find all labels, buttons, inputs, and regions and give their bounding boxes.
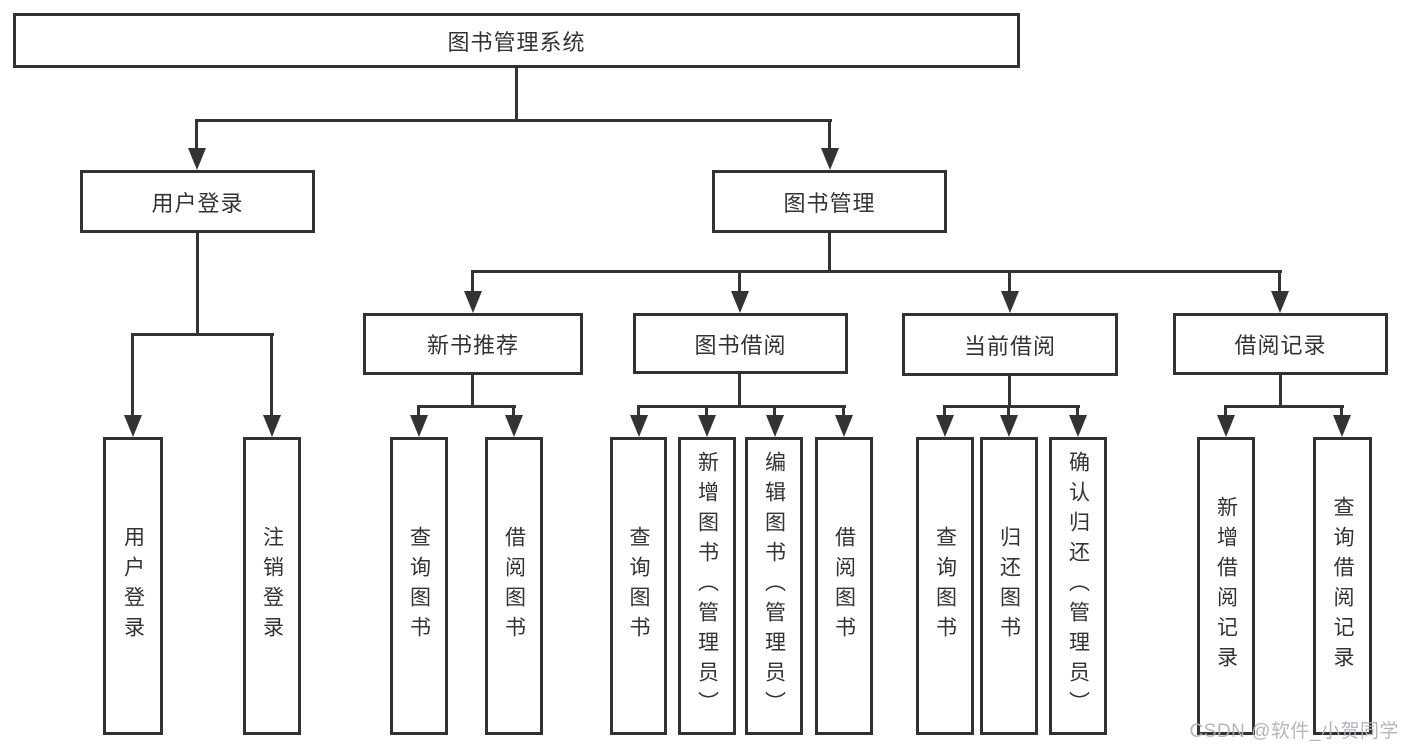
connector-recommend-stem	[471, 374, 474, 408]
leaf-add-book-admin-label: 新增图书（管理员）	[695, 451, 719, 721]
leaf-add-borrow-record: 新增借阅记录	[1197, 437, 1255, 735]
arrow-to-borrow-query	[630, 405, 648, 437]
node-borrow-records: 借阅记录	[1173, 313, 1388, 375]
connector-root-hline	[196, 119, 832, 122]
node-user-login: 用户登录	[80, 170, 315, 233]
leaf-logout-login: 注销登录	[243, 437, 301, 735]
arrow-to-borrow-do	[835, 405, 853, 437]
node-book-borrow-label: 图书借阅	[694, 332, 787, 358]
leaf-logout-login-label: 注销登录	[260, 526, 284, 646]
arrow-to-records-add	[1217, 405, 1235, 437]
arrow-to-recommend-borrow	[505, 405, 523, 437]
arrow-to-borrow-add	[698, 405, 716, 437]
arrow-to-new-book-recommend	[464, 270, 482, 313]
connector-current-hline	[943, 405, 1080, 408]
connector-login-hline	[131, 333, 274, 336]
leaf-recommend-borrow-books-label: 借阅图书	[502, 526, 526, 646]
leaf-borrow-query-books: 查询图书	[610, 437, 667, 735]
leaf-current-query-books-label: 查询图书	[933, 526, 957, 646]
connector-mgmt-stem	[828, 232, 831, 273]
arrow-to-recommend-query	[410, 405, 428, 437]
node-current-borrow: 当前借阅	[902, 313, 1118, 376]
connector-records-stem	[1279, 374, 1282, 408]
leaf-query-borrow-record: 查询借阅记录	[1313, 437, 1372, 735]
connector-mgmt-hline	[471, 270, 1282, 273]
leaf-add-book-admin: 新增图书（管理员）	[678, 437, 736, 735]
arrow-to-borrow-records	[1271, 270, 1289, 313]
arrow-to-book-borrow	[731, 270, 749, 313]
leaf-user-login-label: 用户登录	[121, 526, 145, 646]
leaf-borrow-books-label: 借阅图书	[832, 526, 856, 646]
arrow-to-current-confirm	[1069, 405, 1087, 437]
arrow-to-records-query	[1333, 405, 1351, 437]
node-user-login-label: 用户登录	[151, 190, 244, 216]
node-library-system-label: 图书管理系统	[447, 29, 586, 55]
leaf-borrow-books: 借阅图书	[815, 437, 873, 735]
arrow-to-borrow-edit	[766, 405, 784, 437]
node-new-book-recommend-label: 新书推荐	[426, 333, 519, 358]
leaf-edit-book-admin-label: 编辑图书（管理员）	[762, 451, 786, 721]
leaf-confirm-return-admin-label: 确认归还（管理员）	[1066, 451, 1090, 721]
connector-records-hline	[1224, 405, 1344, 408]
leaf-return-books-label: 归还图书	[997, 526, 1021, 646]
node-book-management-label: 图书管理	[783, 190, 876, 216]
connector-login-stem	[196, 232, 199, 336]
csdn-watermark: CSDN @软件_小贺同学	[1189, 721, 1399, 742]
arrow-to-book-management	[821, 119, 839, 170]
leaf-recommend-borrow-books: 借阅图书	[485, 437, 543, 735]
node-current-borrow-label: 当前借阅	[963, 333, 1056, 359]
leaf-current-query-books: 查询图书	[916, 437, 974, 735]
connector-current-stem	[1008, 375, 1011, 408]
arrow-to-current-query	[936, 405, 954, 437]
leaf-recommend-query-books-label: 查询图书	[407, 526, 431, 646]
connector-root-stem	[515, 67, 518, 120]
node-library-system: 图书管理系统	[13, 13, 1020, 68]
leaf-borrow-query-books-label: 查询图书	[627, 526, 650, 646]
leaf-user-login: 用户登录	[103, 437, 163, 735]
connector-borrow-stem	[738, 373, 741, 408]
node-new-book-recommend: 新书推荐	[363, 313, 583, 375]
arrow-to-leaf-logout	[263, 333, 281, 437]
arrow-to-user-login	[188, 119, 206, 170]
node-book-management: 图书管理	[712, 170, 947, 233]
leaf-recommend-query-books: 查询图书	[390, 437, 448, 735]
arrow-to-current-return	[1000, 405, 1018, 437]
leaf-query-borrow-record-label: 查询借阅记录	[1331, 496, 1354, 676]
node-book-borrow: 图书借阅	[633, 313, 848, 374]
leaf-confirm-return-admin: 确认归还（管理员）	[1049, 437, 1107, 735]
arrow-to-current-borrow	[1001, 270, 1019, 313]
arrow-to-leaf-user-login	[124, 333, 142, 437]
node-borrow-records-label: 借阅记录	[1234, 333, 1327, 358]
connector-recommend-hline	[417, 405, 516, 408]
leaf-return-books: 归还图书	[980, 437, 1038, 735]
leaf-add-borrow-record-label: 新增借阅记录	[1214, 496, 1238, 676]
connector-borrow-hline	[637, 405, 846, 408]
leaf-edit-book-admin: 编辑图书（管理员）	[745, 437, 803, 735]
